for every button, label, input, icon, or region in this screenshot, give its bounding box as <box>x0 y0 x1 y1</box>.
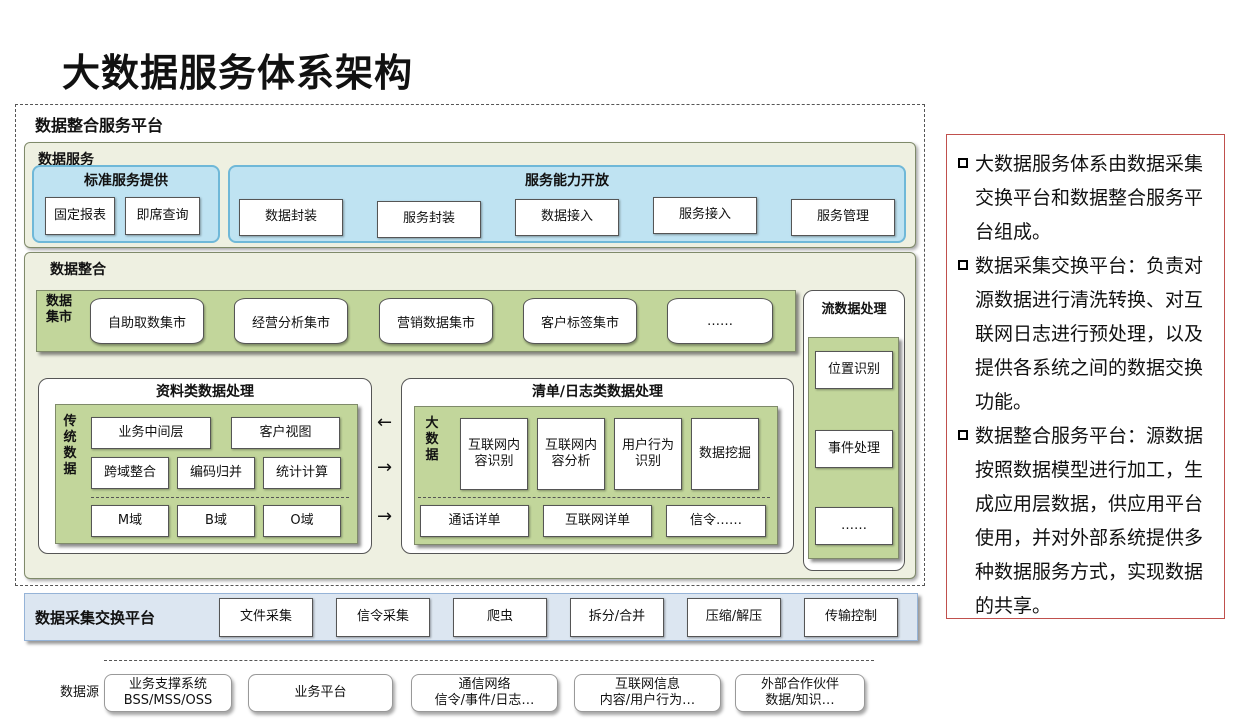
data-marts-label: 数据集市 <box>45 294 72 325</box>
stream-more-box: …… <box>815 507 893 545</box>
split-merge-box: 拆分/合并 <box>570 598 664 637</box>
square-bullet-icon <box>958 260 968 270</box>
source-internet-box: 互联网信息 内容/用户行为… <box>574 674 721 712</box>
service-access-box: 服务接入 <box>653 197 757 234</box>
m-domain-box: M域 <box>91 505 169 537</box>
arrow-right-2: → <box>377 506 393 527</box>
page-title: 大数据服务体系架构 <box>62 51 414 95</box>
cross-domain-box: 跨域整合 <box>91 457 169 489</box>
square-bullet-icon <box>958 158 968 168</box>
mart-more: …… <box>667 298 773 344</box>
user-behavior-box: 用户行为识别 <box>614 418 682 490</box>
call-detail-box: 通话详单 <box>420 505 529 537</box>
description-item: 数据采集交换平台：负责对源数据进行清洗转换、对互联网日志进行预处理，以及提供各系… <box>955 249 1217 419</box>
signaling-collection-box: 信令采集 <box>336 598 430 637</box>
internet-detail-box: 互联网详单 <box>543 505 652 537</box>
source-network-line1: 通信网络 <box>458 676 511 692</box>
mart-marketing: 营销数据集市 <box>379 298 493 344</box>
description-text: 数据采集交换平台：负责对源数据进行清洗转换、对互联网日志进行预处理，以及提供各系… <box>975 255 1204 413</box>
source-bss-line1: 业务支撑系统 <box>128 676 207 692</box>
stream-processing-label: 流数据处理 <box>821 302 887 317</box>
material-processing-label: 资料类数据处理 <box>156 384 254 400</box>
traditional-data-label: 传统数据 <box>63 414 77 477</box>
o-domain-box: O域 <box>263 505 341 537</box>
crawler-box: 爬虫 <box>453 598 547 637</box>
description-panel: 大数据服务体系由数据采集交换平台和数据整合服务平台组成。 数据采集交换平台：负责… <box>946 134 1225 619</box>
mart-selfservice: 自助取数集市 <box>90 298 204 344</box>
transfer-control-box: 传输控制 <box>804 598 898 637</box>
source-business-platform-line1: 业务平台 <box>294 684 347 700</box>
code-merge-box: 编码归并 <box>177 457 255 489</box>
integration-platform-label: 数据整合服务平台 <box>35 116 164 135</box>
source-business-platform-box: 业务平台 <box>248 674 393 712</box>
sources-divider <box>104 660 874 661</box>
source-bss-box: 业务支撑系统 BSS/MSS/OSS <box>104 674 232 712</box>
source-partner-line2: 数据/知识… <box>765 693 835 708</box>
square-bullet-icon <box>958 430 968 440</box>
data-encapsulation-box: 数据封装 <box>239 199 343 236</box>
statistics-box: 统计计算 <box>263 457 341 489</box>
big-data-label: 大数据 <box>425 416 439 463</box>
mart-customer-tags: 客户标签集市 <box>523 298 637 344</box>
compress-box: 压缩/解压 <box>687 598 781 637</box>
file-collection-box: 文件采集 <box>219 598 313 637</box>
internet-content-analysis-box: 互联网内容分析 <box>537 418 605 490</box>
source-internet-line1: 互联网信息 <box>614 676 680 692</box>
source-bss-line2: BSS/MSS/OSS <box>123 693 213 708</box>
sources-label: 数据源 <box>60 685 100 700</box>
b-domain-box: B域 <box>177 505 255 537</box>
signaling-box: 信令…… <box>666 505 766 537</box>
data-mining-box: 数据挖掘 <box>691 418 759 490</box>
standard-service-label: 标准服务提供 <box>84 173 168 189</box>
event-processing-box: 事件处理 <box>815 430 893 468</box>
source-internet-line2: 内容/用户行为… <box>599 693 696 708</box>
data-access-box: 数据接入 <box>515 199 619 236</box>
source-network-box: 通信网络 信令/事件/日志… <box>411 674 558 712</box>
data-integration-title: 数据整合 <box>50 262 106 278</box>
mart-business-analysis: 经营分析集市 <box>234 298 348 344</box>
service-management-box: 服务管理 <box>791 199 895 236</box>
arrow-right-1: → <box>377 457 393 478</box>
integration-platform-frame <box>15 104 925 586</box>
material-divider <box>91 497 349 498</box>
arrow-left: ← <box>377 412 393 433</box>
description-item: 数据整合服务平台：源数据按照数据模型进行加工，生成应用层数据，供应用平台使用，并… <box>955 419 1217 623</box>
detail-processing-label: 清单/日志类数据处理 <box>531 384 664 400</box>
description-text: 大数据服务体系由数据采集交换平台和数据整合服务平台组成。 <box>975 153 1204 243</box>
description-list: 大数据服务体系由数据采集交换平台和数据整合服务平台组成。 数据采集交换平台：负责… <box>955 147 1217 623</box>
source-network-line2: 信令/事件/日志… <box>434 693 535 708</box>
service-encapsulation-box: 服务封装 <box>377 201 481 238</box>
data-service-label: 数据服务 <box>38 152 94 168</box>
fixed-report-box: 固定报表 <box>45 197 115 235</box>
adhoc-query-box: 即席查询 <box>125 197 200 235</box>
business-middle-layer-box: 业务中间层 <box>91 417 211 449</box>
description-item: 大数据服务体系由数据采集交换平台和数据整合服务平台组成。 <box>955 147 1217 249</box>
internet-content-identify-box: 互联网内容识别 <box>460 418 528 490</box>
exchange-platform-label: 数据采集交换平台 <box>35 609 156 627</box>
description-text: 数据整合服务平台：源数据按照数据模型进行加工，生成应用层数据，供应用平台使用，并… <box>975 425 1204 617</box>
detail-divider <box>418 497 770 498</box>
location-identify-box: 位置识别 <box>815 351 893 389</box>
source-partner-box: 外部合作伙伴 数据/知识… <box>735 674 865 712</box>
source-partner-line1: 外部合作伙伴 <box>760 676 839 692</box>
customer-view-box: 客户视图 <box>231 417 340 449</box>
capability-open-label: 服务能力开放 <box>525 173 609 189</box>
